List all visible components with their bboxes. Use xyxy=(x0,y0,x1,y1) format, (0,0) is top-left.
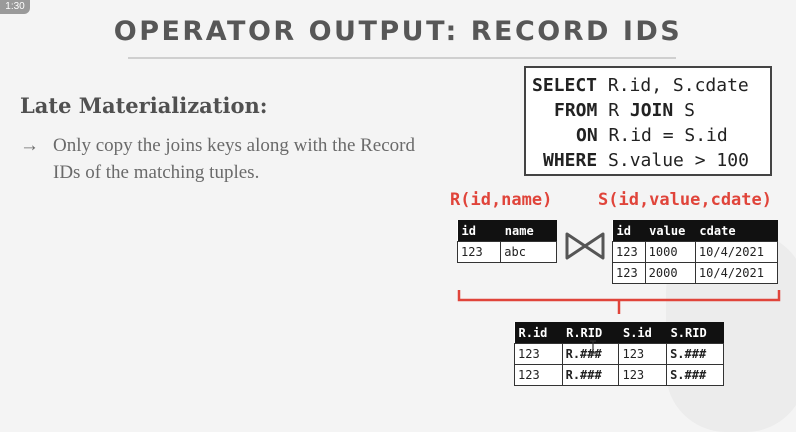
sql-line-from: FROM R JOIN S xyxy=(554,99,695,123)
table-header-row: id name xyxy=(457,220,557,242)
s-table: id value cdate 123 1000 10/4/2021 123 20… xyxy=(612,220,779,284)
record-id-cell: S.### xyxy=(666,343,724,365)
arrow-icon: → xyxy=(20,135,39,156)
sql-line-where: WHERE S.value > 100 xyxy=(543,149,749,173)
r-table: id name 123 abc xyxy=(456,220,557,263)
sql-line-select: SELECT R.id, S.cdate xyxy=(532,74,749,98)
sql-text: S xyxy=(673,100,695,121)
column-header: id xyxy=(457,220,501,242)
sql-query-box: SELECT R.id, S.cdate FROM R JOIN S ON R.… xyxy=(524,66,772,176)
title-divider xyxy=(128,57,676,59)
table-cell: abc xyxy=(500,241,557,263)
table-cell: 123 xyxy=(618,364,668,386)
bullet-text: Only copy the joins keys along with the … xyxy=(53,135,415,183)
table-row: 123 1000 10/4/2021 xyxy=(612,241,779,263)
text-cursor-icon xyxy=(590,340,596,354)
column-header: S.RID xyxy=(666,322,724,344)
record-id-cell: R.### xyxy=(561,343,620,365)
merge-bracket xyxy=(457,290,781,314)
table-header-row: id value cdate xyxy=(612,220,778,242)
column-header: name xyxy=(500,220,557,242)
column-header: id xyxy=(612,220,646,242)
column-header: R.id xyxy=(514,322,563,344)
table-row: 123 abc xyxy=(456,241,557,263)
sql-keyword: ON xyxy=(576,125,598,146)
join-bowtie-icon xyxy=(565,232,605,260)
table-cell: 123 xyxy=(456,241,502,263)
section-heading: Late Materialization: xyxy=(20,93,268,118)
table-cell: 123 xyxy=(514,364,563,386)
sql-keyword: JOIN xyxy=(629,100,674,121)
table-cell: 1000 xyxy=(644,241,696,263)
time-badge: 1:30 xyxy=(0,0,30,14)
sql-keyword: FROM xyxy=(554,100,598,121)
sql-keyword: SELECT xyxy=(532,75,598,96)
table-row: 123 R.### 123 S.### xyxy=(514,343,724,365)
relation-r-label: R(id,name) xyxy=(450,190,553,210)
table-cell: 123 xyxy=(612,262,646,284)
column-header: value xyxy=(645,220,696,242)
sql-keyword: WHERE xyxy=(543,150,598,171)
sql-text: R xyxy=(597,100,630,121)
table-cell: 2000 xyxy=(644,262,696,284)
table-row: 123 2000 10/4/2021 xyxy=(612,262,779,284)
column-header: R.RID xyxy=(562,322,619,344)
sql-text: S.value > 100 xyxy=(597,150,749,171)
table-row: 123 R.### 123 S.### xyxy=(514,364,724,386)
output-table: R.id R.RID S.id S.RID 123 R.### 123 S.##… xyxy=(514,322,724,386)
slide-title: OPERATOR OUTPUT: RECORD IDS xyxy=(113,16,683,47)
sql-text: R.id, S.cdate xyxy=(597,75,749,96)
record-id-cell: R.### xyxy=(561,364,620,386)
table-cell: 123 xyxy=(612,241,646,263)
table-cell: 10/4/2021 xyxy=(694,241,779,263)
table-cell: 123 xyxy=(618,343,668,365)
table-header-row: R.id R.RID S.id S.RID xyxy=(514,322,724,344)
record-id-cell: S.### xyxy=(666,364,724,386)
table-cell: 10/4/2021 xyxy=(694,262,779,284)
column-header: S.id xyxy=(618,322,667,344)
relation-s-label: S(id,value,cdate) xyxy=(598,190,772,210)
sql-text: R.id = S.id xyxy=(597,125,728,146)
column-header: cdate xyxy=(695,220,778,242)
table-cell: 123 xyxy=(514,343,563,365)
sql-line-on: ON R.id = S.id xyxy=(576,124,728,148)
